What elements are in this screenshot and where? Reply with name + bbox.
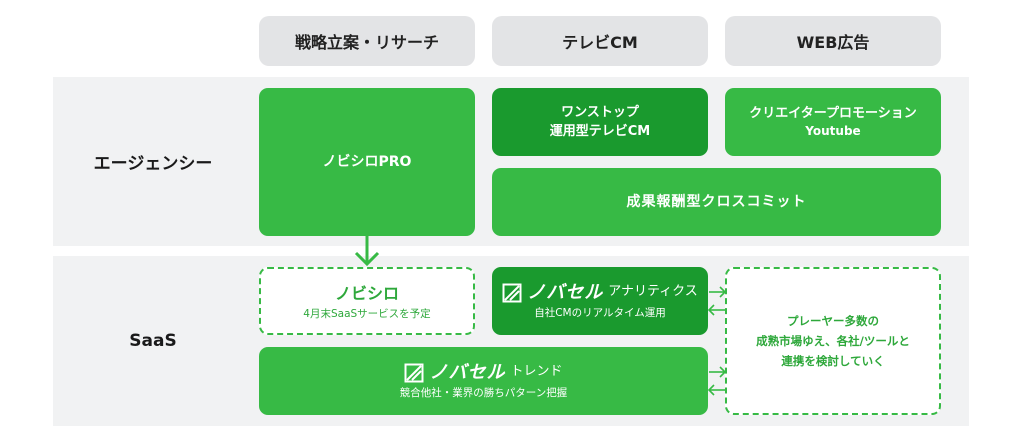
column-header-strategy: 戦略立案・リサーチ xyxy=(259,16,475,66)
players-line3: 連携を検討していく xyxy=(781,354,885,369)
trend-suffix: トレンド xyxy=(510,364,563,380)
analytics-suffix: アナリティクス xyxy=(608,284,698,300)
nobishiro-pro-label: ノビシロPRO xyxy=(322,153,412,170)
novasell-logo-icon xyxy=(502,283,522,303)
bidirectional-arrow-icon xyxy=(707,286,727,316)
onestop-line1: ワンストップ xyxy=(561,104,639,120)
bidirectional-arrow-icon xyxy=(707,366,727,396)
trend-description: 競合他社・業界の勝ちパターン把握 xyxy=(399,387,568,400)
novasell-analytics-box: ノバセル アナリティクス 自社CMのリアルタイム運用 xyxy=(492,267,708,335)
creator-promotion-box: クリエイタープロモーション Youtube xyxy=(725,88,941,156)
nobishiro-pro-box: ノビシロPRO xyxy=(259,88,475,236)
analytics-description: 自社CMのリアルタイム運用 xyxy=(534,307,666,320)
creator-line2: Youtube xyxy=(805,123,861,138)
column-header-tvcm: テレビCM xyxy=(492,16,708,66)
onestop-line2: 運用型テレビCM xyxy=(549,124,651,139)
nobishiro-title: ノビシロ xyxy=(334,283,399,303)
performance-crosscommit-box: 成果報酬型クロスコミット xyxy=(492,168,941,236)
players-line2: 成熟市場ゆえ、各社/ツールと xyxy=(756,333,910,348)
row-label-saas: SaaS xyxy=(129,331,177,351)
onestop-tvcm-box: ワンストップ 運用型テレビCM xyxy=(492,88,708,156)
trend-brand: ノバセル xyxy=(429,361,506,383)
creator-line1: クリエイタープロモーション xyxy=(749,106,917,122)
players-note-box: プレーヤー多数の 成熟市場ゆえ、各社/ツールと 連携を検討していく xyxy=(725,267,941,415)
analytics-brand: ノバセル xyxy=(527,281,604,303)
down-arrow-icon xyxy=(354,236,380,267)
analytics-logo-row: ノバセル アナリティクス xyxy=(502,281,698,304)
nobishiro-subtitle: 4月末SaaSサービスを予定 xyxy=(303,307,431,320)
column-header-web: WEB広告 xyxy=(725,16,941,66)
performance-label: 成果報酬型クロスコミット xyxy=(626,193,807,210)
novasell-logo-icon xyxy=(404,363,424,383)
players-line1: プレーヤー多数の xyxy=(787,313,879,328)
trend-logo-row: ノバセル トレンド xyxy=(404,361,563,384)
nobishiro-saas-box: ノビシロ 4月末SaaSサービスを予定 xyxy=(259,267,475,335)
row-label-agency: エージェンシー xyxy=(93,154,213,174)
novasell-trend-box: ノバセル トレンド 競合他社・業界の勝ちパターン把握 xyxy=(259,347,708,415)
